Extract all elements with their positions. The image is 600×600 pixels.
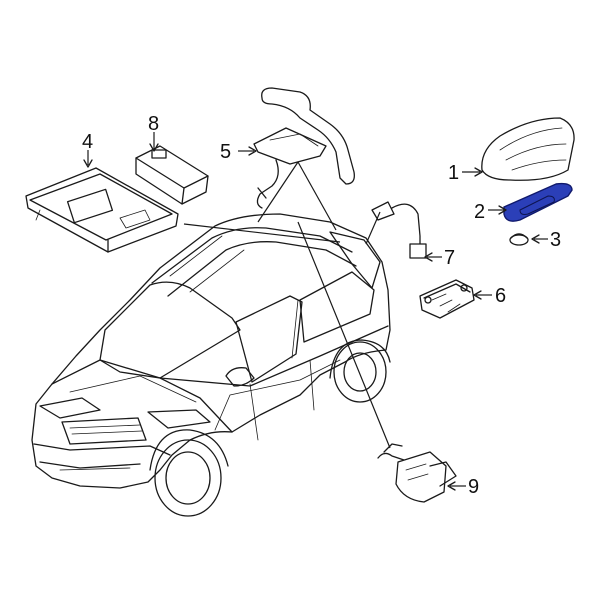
callout-3: 3 [550, 229, 561, 251]
part-1-shark-fin-antenna [481, 117, 575, 181]
part-3-nut [509, 233, 529, 246]
callout-9: 9 [468, 476, 479, 498]
callout-6: 6 [495, 285, 506, 307]
part-6-antenna-amplifier [419, 279, 475, 319]
leader-lines [83, 132, 548, 491]
vehicle-outline [31, 213, 391, 517]
callout-labels: 4 8 5 1 2 3 7 6 9 [82, 113, 561, 498]
part-2-antenna-gasket [503, 182, 573, 222]
callout-7: 7 [444, 247, 455, 269]
callout-1: 1 [448, 162, 459, 184]
callout-2: 2 [474, 201, 485, 223]
callout-5: 5 [220, 141, 231, 163]
callout-8: 8 [148, 113, 159, 135]
part-7-antenna-cable [371, 201, 427, 259]
part-8-control-module [135, 145, 209, 205]
part-5-antenna-harness [253, 87, 355, 209]
callout-4: 4 [82, 131, 93, 153]
part-4-module-bracket [25, 167, 179, 253]
part-9-lower-antenna-module [377, 443, 457, 503]
